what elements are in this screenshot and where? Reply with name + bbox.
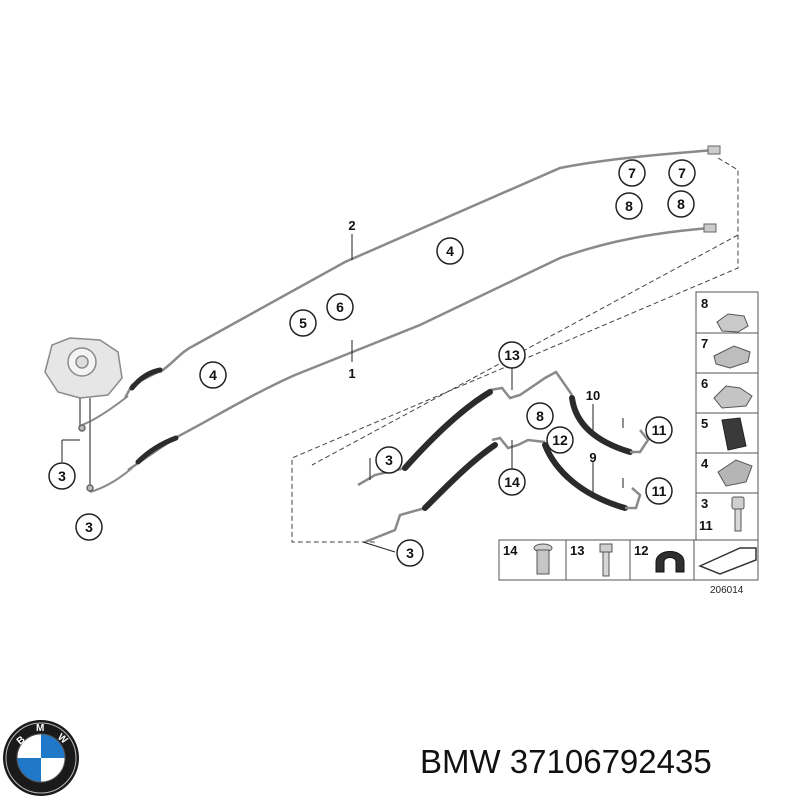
hose-14-assembly (364, 436, 546, 544)
pipe-1-hose (135, 435, 179, 465)
bmw-logo: B M W (3, 720, 79, 796)
holder-icon (713, 385, 753, 409)
callout-4a: 4 (436, 237, 464, 265)
svg-text:4: 4 (446, 243, 454, 259)
pipe-2-hose (129, 367, 163, 391)
callout-7b: 7 (668, 159, 696, 187)
hose-13 (402, 389, 493, 471)
hose-10 (569, 395, 633, 455)
callout-8a: 8 (615, 192, 643, 220)
callout-3d: 3 (396, 539, 424, 567)
svg-text:8: 8 (625, 198, 633, 214)
callout-8c: 8 (526, 402, 554, 430)
legend-num-14: 14 (503, 543, 518, 558)
svg-text:M: M (36, 723, 44, 734)
legend-num-4: 4 (701, 456, 709, 471)
hose-9-fitting (625, 487, 642, 510)
legend-num-13: 13 (570, 543, 584, 558)
svg-text:4: 4 (209, 367, 217, 383)
legend-num-6: 6 (701, 376, 708, 391)
legend-num-12: 12 (634, 543, 648, 558)
pipe-end-fitting-bottom (703, 223, 717, 233)
rivet-nut-icon (533, 543, 553, 575)
callout-12: 12 (546, 426, 574, 454)
pump-unit (44, 337, 123, 399)
callout-4b: 4 (199, 361, 227, 389)
side-legend: 8 7 6 5 4 3 11 (695, 291, 759, 541)
svg-text:11: 11 (652, 483, 667, 499)
rubber-mount-icon (721, 417, 747, 451)
part-label-2: 2 (348, 218, 355, 233)
svg-text:7: 7 (628, 165, 636, 181)
bracket-icon (717, 459, 753, 487)
pipe-2-tail (81, 395, 129, 426)
legend-num-5: 5 (701, 416, 708, 431)
diagram-id: 206014 (710, 585, 744, 596)
svg-text:3: 3 (58, 468, 66, 484)
svg-text:5: 5 (299, 315, 307, 331)
pipe-1-tail (89, 467, 133, 493)
part-label-10: 10 (586, 388, 600, 403)
callout-8b: 8 (667, 190, 695, 218)
hose-10-fitting (630, 429, 650, 454)
pipe-1 (127, 226, 711, 472)
pump-fittings (78, 398, 94, 492)
svg-text:13: 13 (504, 347, 520, 363)
arrow-direction-icon (698, 547, 757, 575)
part-label-1: 1 (348, 366, 355, 381)
legend-num-7: 7 (701, 336, 708, 351)
hose-14 (422, 442, 498, 511)
legend-num-3: 3 (701, 496, 708, 511)
legend-num-8: 8 (701, 296, 708, 311)
callout-7a: 7 (618, 159, 646, 187)
pipe-clamp-icon (655, 551, 685, 573)
svg-text:12: 12 (552, 432, 568, 448)
part-number-caption: BMW 37106792435 (420, 743, 712, 780)
hex-nut-icon (716, 313, 749, 333)
pipe-2 (123, 148, 716, 399)
svg-text:8: 8 (677, 196, 685, 212)
screw-icon (599, 543, 613, 577)
bolt-icon (731, 496, 745, 532)
leader-lines (61, 234, 624, 553)
callout-5: 5 (289, 309, 317, 337)
pipe-end-fitting-top (707, 145, 721, 155)
svg-text:8: 8 (536, 408, 544, 424)
clip-icon (713, 345, 751, 369)
svg-text:7: 7 (678, 165, 686, 181)
callout-11b: 11 (645, 477, 673, 505)
legend-num-11: 11 (699, 518, 713, 533)
svg-text:3: 3 (385, 452, 393, 468)
callout-14: 14 (498, 468, 526, 496)
callout-6: 6 (326, 293, 354, 321)
svg-text:3: 3 (85, 519, 93, 535)
callout-11a: 11 (645, 416, 673, 444)
hose-9 (542, 442, 628, 511)
part-label-9: 9 (589, 450, 596, 465)
callout-3c: 3 (375, 446, 403, 474)
svg-text:3: 3 (406, 545, 414, 561)
callout-3b: 3 (75, 513, 103, 541)
svg-text:6: 6 (336, 299, 344, 315)
svg-text:14: 14 (504, 474, 520, 490)
callout-3a: 3 (48, 462, 76, 490)
svg-text:11: 11 (652, 422, 667, 438)
callout-13: 13 (498, 341, 526, 369)
bottom-legend: 14 13 12 (498, 539, 759, 581)
